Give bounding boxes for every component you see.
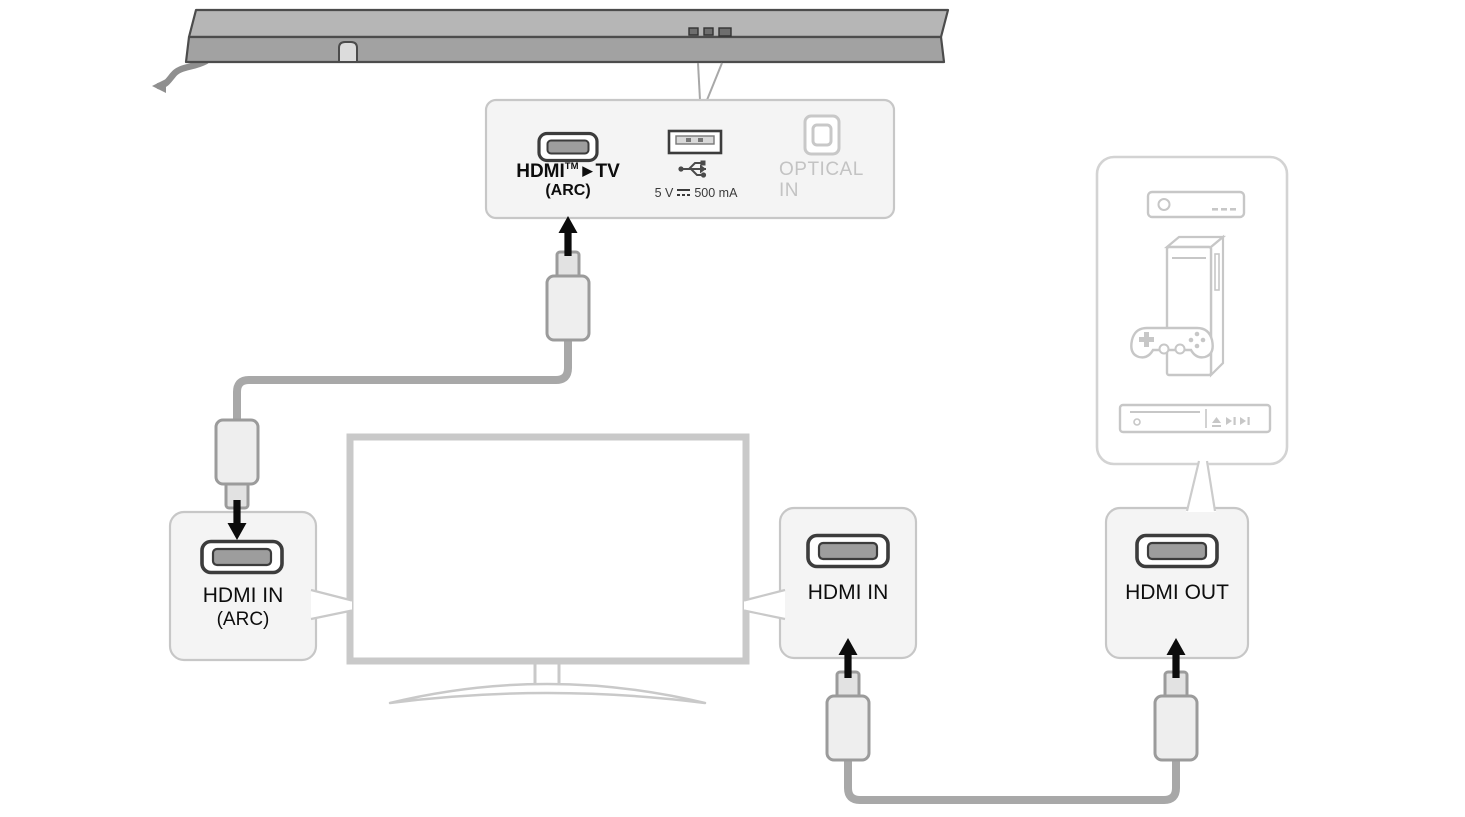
usb-rating-label: 5 V 500 mA: [616, 186, 776, 200]
device-hdmi-out-port-label: HDMI OUT: [1125, 581, 1229, 604]
hdmi-brand-text: HDMI: [516, 161, 565, 182]
hdmi-plug-to-tv-in: [825, 670, 871, 762]
optical-in-label: OPTICAL IN: [779, 159, 864, 201]
external-devices-box: [1095, 155, 1289, 466]
usb-symbol-icon: [678, 160, 707, 178]
tv-stand-base: [388, 682, 707, 705]
hdmi-plug-to-device-out: [1153, 670, 1199, 762]
soundbar-power-cable: [155, 57, 210, 90]
tv-arc-port-sublabel: (ARC): [216, 609, 270, 630]
media-player-icon: [1118, 403, 1272, 434]
panel-hdmi-arc-label: (ARC): [545, 182, 591, 199]
usb-volts-text: 5 V: [654, 186, 674, 200]
usb-current-text: 500 mA: [694, 186, 738, 200]
soundbar-front-face: [184, 35, 946, 64]
hdmi-cable-soundbar-to-tv: [233, 334, 572, 424]
soundbar-top-face: [187, 8, 950, 39]
tv-hdmi-in-port-icon: [806, 533, 890, 569]
hdmi-cable-tv-to-device: [844, 750, 1180, 804]
tv-arc-port-label: HDMI IN: [202, 584, 284, 607]
panel-callout-lines: [697, 62, 723, 101]
optical-line1-text: OPTICAL: [779, 159, 864, 180]
tv-stand-neck: [533, 661, 561, 688]
usb-port-icon: [667, 129, 723, 155]
callout-wedge-hdmi-in-to-tv: [743, 588, 786, 621]
panel-hdmi-label: HDMITM▶TV: [448, 161, 688, 183]
trademark-text: TM: [564, 160, 579, 172]
hdmi-plug-to-soundbar: [545, 250, 591, 342]
optical-port-icon: [803, 114, 841, 156]
hdmi-plug-to-tv-arc: [214, 418, 260, 510]
arrow-up-into-soundbar-icon: [558, 216, 578, 256]
device-hdmi-out-port-icon: [1135, 533, 1219, 569]
soundbar-rear-panel: [484, 98, 896, 220]
right-triangle-icon: ▶: [582, 163, 593, 178]
tv-hdmi-in-port-label: HDMI IN: [807, 581, 889, 604]
tv-frame: [346, 433, 750, 665]
dc-symbol-icon: [677, 188, 691, 198]
soundbar-power-cable-tip: [152, 79, 166, 93]
set-top-box-icon: [1146, 190, 1246, 219]
callout-wedge-hdmi-out-to-devices: [1185, 460, 1217, 512]
game-controller-icon: [1130, 326, 1214, 359]
callout-wedge-arc-to-tv: [310, 588, 353, 621]
hdmi-target-text: TV: [595, 161, 620, 182]
soundbar: [152, 8, 950, 101]
panel-hdmi-port-icon: [537, 131, 599, 163]
optical-line2-text: IN: [779, 179, 799, 201]
soundbar-mount-bracket: [338, 41, 358, 63]
tv-arc-hdmi-port-icon: [200, 539, 284, 575]
tv: [346, 433, 750, 705]
soundbar-rear-ports: [688, 27, 732, 37]
